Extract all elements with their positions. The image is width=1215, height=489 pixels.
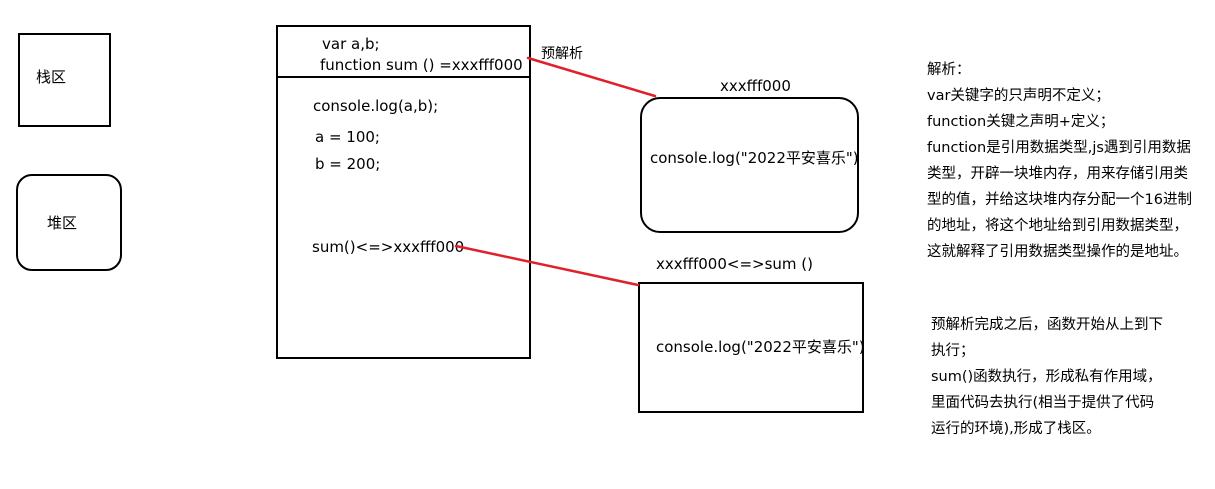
stack-function-declaration: function sum () =xxxfff000 [320,56,523,74]
execution-note: 预解析完成之后，函数开始从上到下 执行； sum()函数执行，形成私有作用域， … [931,312,1163,442]
explanation-line: 的地址，将这个地址给到引用数据类型， [927,218,1188,234]
heap-legend-box [16,174,122,271]
preparse-connector [526,56,657,98]
execution-note-line: 里面代码去执行(相当于提供了代码 [931,395,1155,411]
explanation-line: 类型，开辟一块堆内存，用来存储引用类 [927,166,1188,182]
exec-address-label: xxxfff000<=>sum () [656,255,813,273]
explanation-line: function是引用数据类型,js遇到引用数据 [927,140,1191,156]
preparse-label: 预解析 [541,46,583,62]
stack-var-declaration: var a,b; [322,35,380,53]
stack-frame [276,25,531,359]
heap-block [640,97,859,233]
heap-legend-label: 堆区 [47,214,78,232]
stack-legend-label: 栈区 [36,68,67,86]
stack-frame-divider [276,76,531,78]
stack-assign-a: a = 100; [315,128,380,146]
explanation-line: 这就解释了引用数据类型操作的是地址。 [927,244,1188,260]
explanation-line: 型的值，并给这块堆内存分配一个16进制 [927,192,1192,208]
explanation-line: 解析： [927,62,971,78]
heap-address-label: xxxfff000 [720,77,791,95]
explanation-line: var关键字的只声明不定义； [927,88,1110,104]
exec-block [638,282,864,413]
stack-assign-b: b = 200; [315,155,381,173]
stack-console-log: console.log(a,b); [313,97,439,115]
stack-sum-reference: sum()<=>xxxfff000 [312,238,465,256]
explanation-line: function关键之声明+定义； [927,114,1115,130]
execution-note-line: 执行； [931,343,975,359]
execution-note-line: 预解析完成之后，函数开始从上到下 [931,317,1163,333]
execution-note-line: 运行的环境),形成了栈区。 [931,421,1101,437]
execution-note-line: sum()函数执行，形成私有作用域， [931,369,1162,385]
explanation-text: 解析： var关键字的只声明不定义； function关键之声明+定义； fun… [927,57,1192,265]
stack-legend-box [18,33,111,127]
exec-block-content: console.log("2022平安喜乐") [656,338,865,356]
heap-block-content: console.log("2022平安喜乐") [650,149,859,167]
